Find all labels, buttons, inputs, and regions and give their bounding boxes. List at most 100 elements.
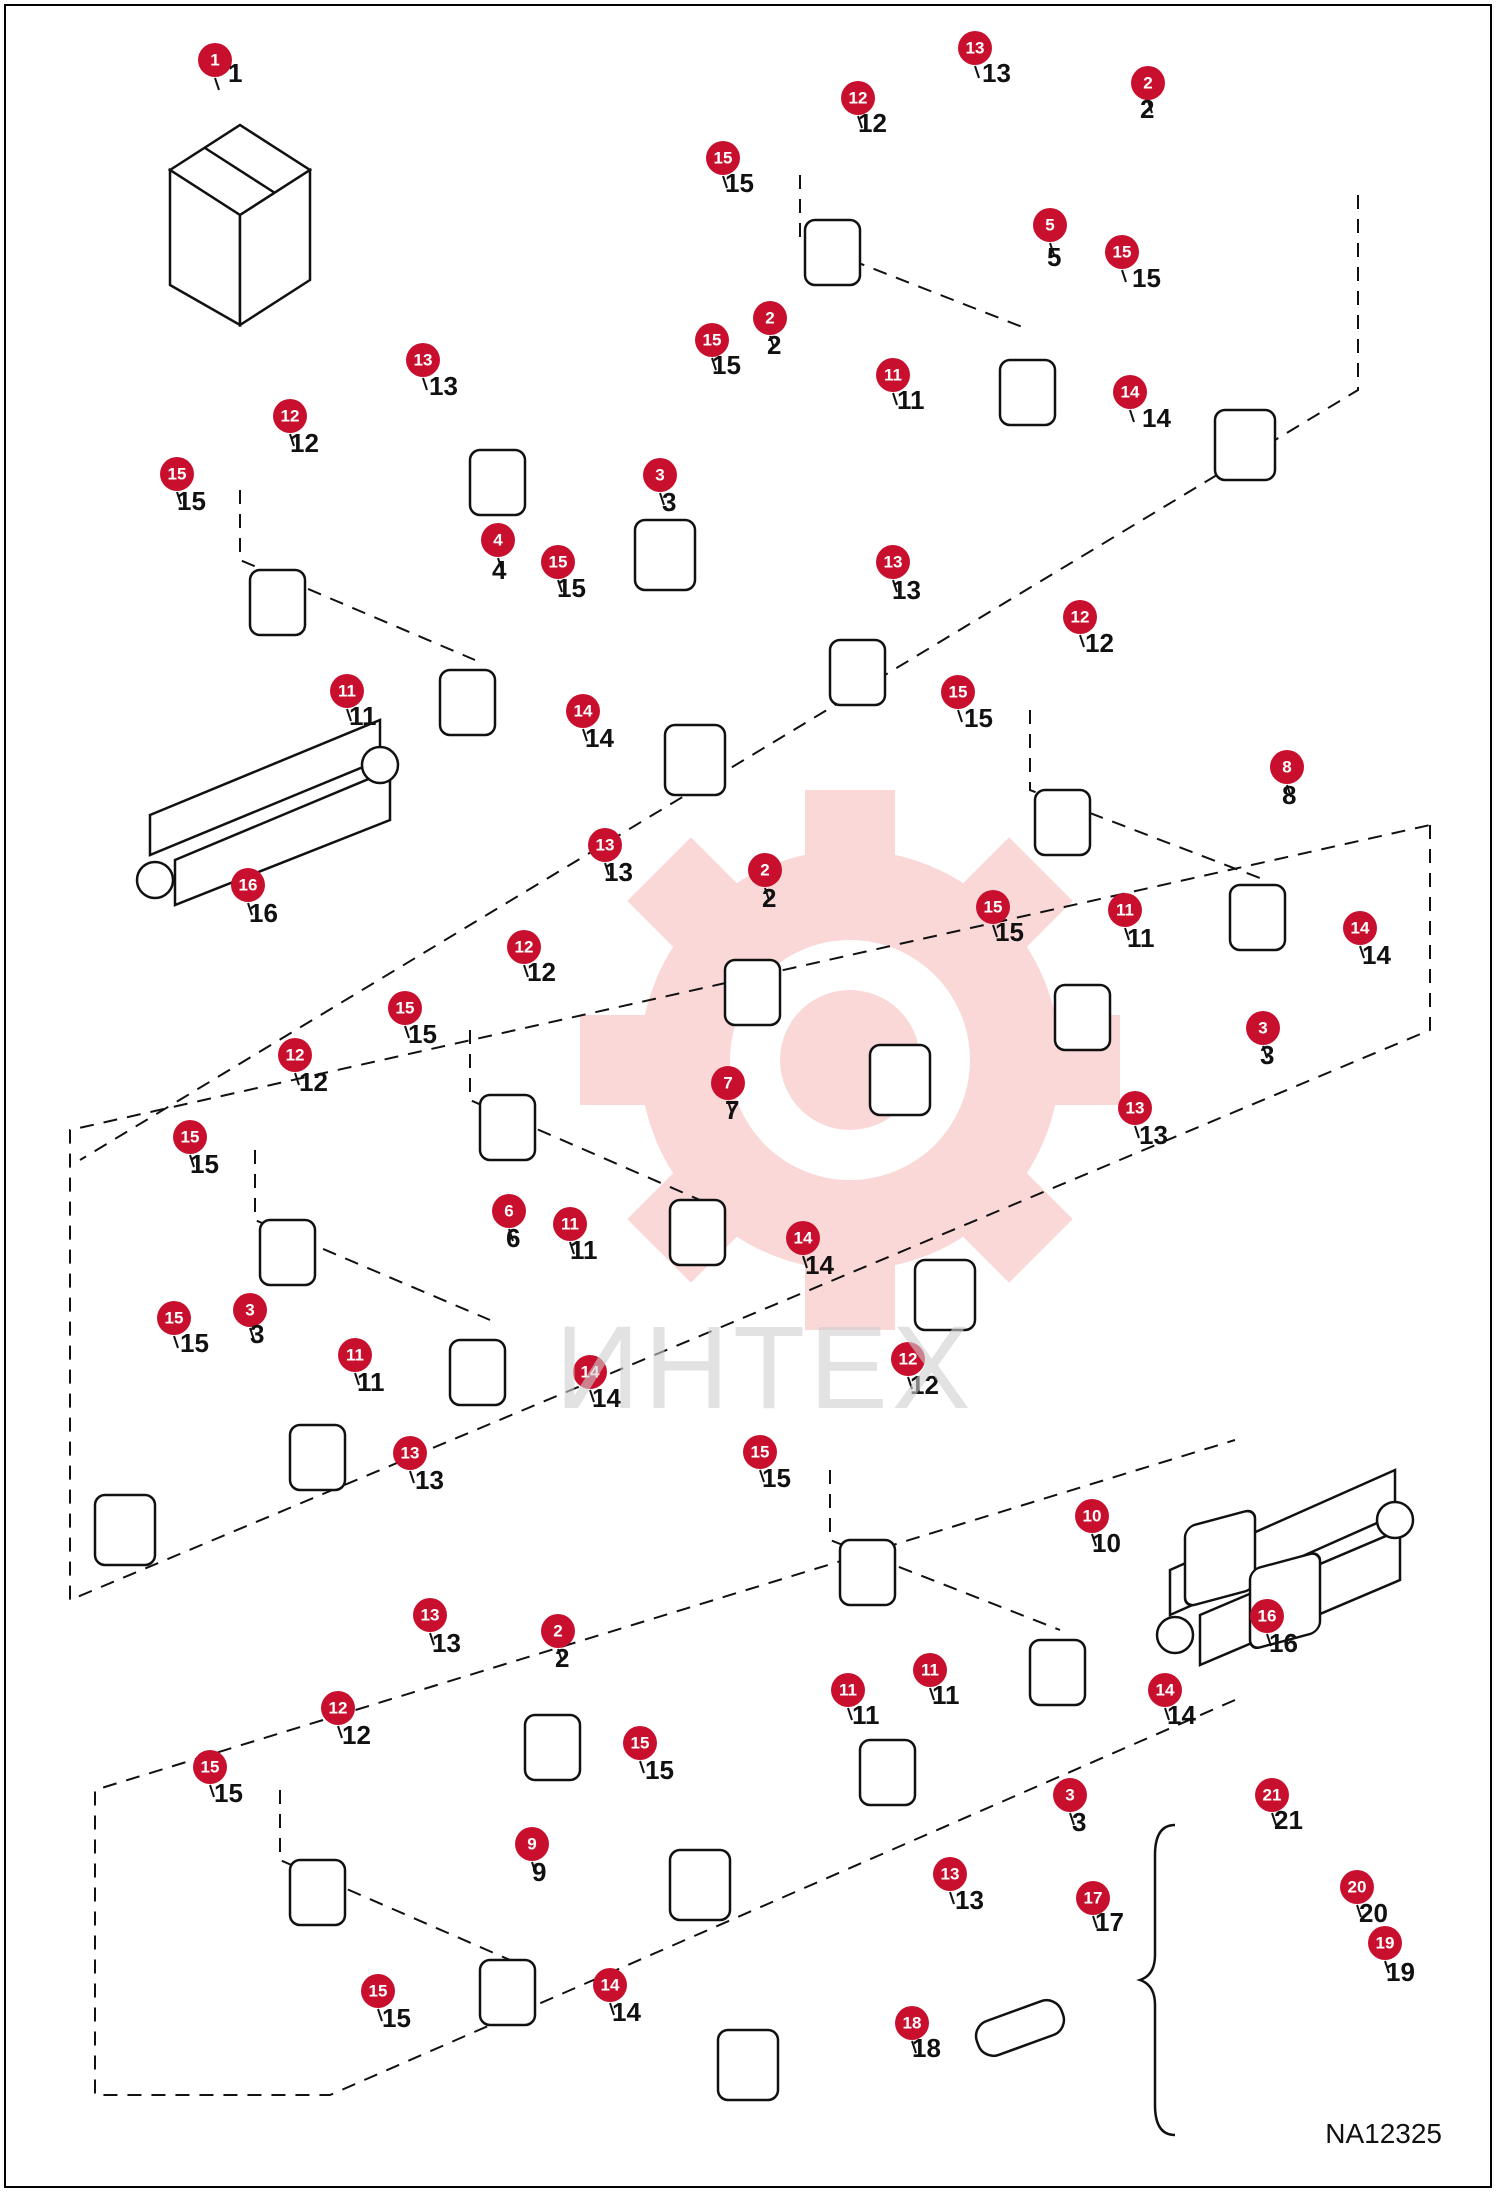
callout-badge bbox=[976, 890, 1010, 924]
callout-number: 13 bbox=[966, 39, 985, 58]
callout-badge bbox=[278, 1038, 312, 1072]
callout-number: 13 bbox=[421, 1606, 440, 1625]
callout-badge bbox=[933, 1857, 967, 1891]
callout-badge bbox=[393, 1436, 427, 1470]
callout-badge bbox=[743, 1435, 777, 1469]
callout-badge bbox=[573, 1355, 607, 1389]
callout-badge bbox=[492, 1194, 526, 1228]
callout-badge bbox=[481, 523, 515, 557]
callout-badge bbox=[1063, 600, 1097, 634]
callout-number: 14 bbox=[574, 702, 593, 721]
callout-leader bbox=[892, 579, 898, 593]
part-number-label: 12 bbox=[342, 1720, 371, 1750]
callout-number: 11 bbox=[884, 366, 902, 385]
part-number-label: 11 bbox=[570, 1235, 598, 1265]
callout-badge bbox=[941, 675, 975, 709]
part-number-label: 13 bbox=[604, 857, 633, 887]
callout-badge bbox=[841, 81, 875, 115]
part-number-label: 12 bbox=[858, 108, 887, 138]
callout-leader bbox=[508, 1228, 514, 1242]
callout-number: 13 bbox=[401, 1444, 420, 1463]
callout-badge bbox=[643, 458, 677, 492]
callout-badge bbox=[1108, 893, 1142, 927]
part-number-label: 11 bbox=[932, 1680, 960, 1710]
callout-number: 12 bbox=[286, 1046, 305, 1065]
callout-leader bbox=[1384, 1960, 1390, 1974]
callout-leader bbox=[209, 1784, 215, 1798]
callout-number: 13 bbox=[596, 836, 615, 855]
callout-leader bbox=[189, 1154, 195, 1168]
callout-leader bbox=[1286, 784, 1292, 798]
part-number-label: 18 bbox=[912, 2033, 941, 2063]
callout-badge bbox=[1340, 1870, 1374, 1904]
part-number-label: 13 bbox=[432, 1628, 461, 1658]
part-number-label: 10 bbox=[1092, 1528, 1121, 1558]
callout-leader bbox=[294, 1072, 300, 1086]
callout-7: 77 bbox=[711, 1066, 745, 1125]
callout-leader bbox=[659, 492, 665, 506]
callout-badge bbox=[711, 1066, 745, 1100]
callout-2: 22 bbox=[541, 1614, 575, 1673]
chain-segment-icon bbox=[135, 718, 400, 907]
part-number-label: 12 bbox=[527, 957, 556, 987]
callout-badge bbox=[406, 343, 440, 377]
group-brace bbox=[1136, 1823, 1176, 2137]
callout-leader bbox=[759, 1469, 765, 1483]
callout-leader bbox=[1079, 634, 1085, 648]
callout-badge bbox=[553, 1207, 587, 1241]
callout-number: 15 bbox=[703, 331, 722, 350]
callout-badge bbox=[1033, 208, 1067, 242]
callout-number: 11 bbox=[561, 1215, 579, 1234]
callout-badge bbox=[321, 1691, 355, 1725]
part-number-label: 15 bbox=[214, 1778, 243, 1808]
callout-leader bbox=[176, 491, 182, 505]
part-number-label: 15 bbox=[964, 703, 993, 733]
callout-leader bbox=[1356, 1904, 1362, 1918]
callout-number: 15 bbox=[369, 1982, 388, 2001]
callout-leader bbox=[929, 1687, 935, 1701]
callout-number: 7 bbox=[723, 1074, 732, 1093]
callout-leader bbox=[1124, 927, 1130, 941]
callout-number: 15 bbox=[949, 683, 968, 702]
callout-number: 13 bbox=[1126, 1099, 1145, 1118]
part-number-label: 14 bbox=[1362, 940, 1391, 970]
callout-leader bbox=[1262, 1045, 1268, 1059]
part-number-label: 3 bbox=[1260, 1040, 1274, 1070]
callout-leader bbox=[409, 1470, 415, 1484]
callout-5: 55 bbox=[1033, 208, 1067, 272]
part-number-label: 8 bbox=[1282, 780, 1296, 810]
callout-badge bbox=[388, 991, 422, 1025]
callout-badge bbox=[706, 141, 740, 175]
part-number-label: 15 bbox=[382, 2003, 411, 2033]
part-number-label: 15 bbox=[408, 1019, 437, 1049]
callout-number: 14 bbox=[581, 1363, 600, 1382]
callout-badge bbox=[273, 399, 307, 433]
part-number-label: 2 bbox=[767, 330, 781, 360]
callout-badge bbox=[1131, 66, 1165, 100]
callout-3: 33 bbox=[643, 458, 677, 517]
callout-badge bbox=[1113, 375, 1147, 409]
callout-badge bbox=[753, 301, 787, 335]
callout-badge bbox=[338, 1338, 372, 1372]
callout-leader bbox=[1129, 409, 1135, 423]
